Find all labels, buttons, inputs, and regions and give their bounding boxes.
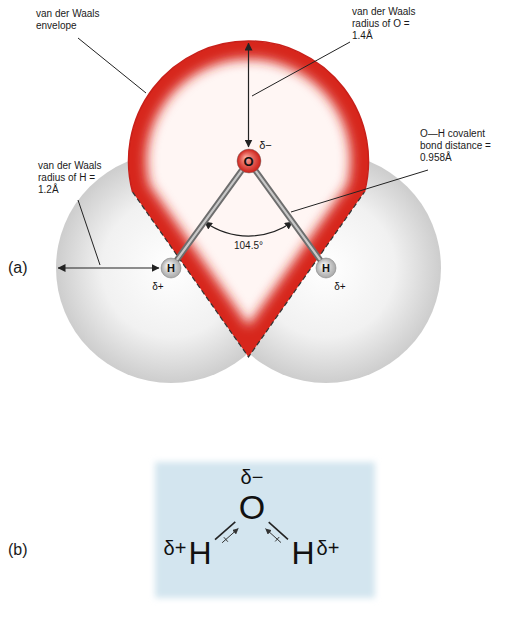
covalent-bond	[256, 171, 320, 259]
leader-line	[252, 42, 350, 96]
dipole-tail	[224, 537, 228, 541]
atom-sphere	[316, 258, 336, 278]
hydrogen-symbol: Hδ+	[289, 537, 316, 569]
atom-symbol: H	[188, 537, 211, 569]
bond-stick	[256, 171, 320, 259]
partial-charge: δ+	[152, 282, 163, 292]
angle-arc	[205, 222, 293, 236]
dipole-tail	[275, 537, 279, 541]
radius-arrow	[58, 267, 159, 268]
atom-symbol: O	[243, 155, 253, 168]
leader-line	[78, 38, 146, 93]
partial-charge: δ+	[164, 538, 187, 558]
partial-charge: δ+	[334, 282, 345, 292]
atom-symbol: H	[167, 263, 175, 274]
leader-line	[291, 170, 428, 212]
envelope-boundary	[133, 192, 365, 357]
atom-symbol: H	[322, 263, 330, 274]
covalent-bond	[177, 171, 241, 259]
atom-sphere	[161, 258, 181, 278]
atom-sphere	[237, 149, 261, 173]
bond-stick	[177, 171, 241, 259]
hydrogen-symbol: δ+H	[186, 537, 213, 569]
panel-label: (b)	[8, 540, 28, 559]
bond-line	[215, 522, 235, 540]
oxygen-atom: δ−O	[237, 149, 261, 173]
dipole-arrow	[266, 529, 281, 543]
background-band	[155, 462, 375, 598]
partial-charge: δ−	[241, 467, 264, 487]
atom-symbol: H	[291, 537, 314, 569]
envelope-outline	[129, 41, 369, 192]
callout-label: O—H covalent bond distance = 0.958Å	[420, 128, 502, 164]
dipole-arrow	[222, 528, 238, 542]
panel-label: (a)	[8, 258, 28, 277]
partial-charge: δ−	[259, 140, 272, 151]
polar-bond	[266, 522, 288, 542]
bond-highlight	[177, 171, 241, 259]
bond-line	[269, 522, 288, 539]
leader-line	[78, 200, 100, 265]
oxygen-symbol: δ−O	[237, 490, 267, 524]
angle-label: 104.5°	[234, 240, 263, 252]
partial-charge: δ+	[317, 538, 340, 558]
radius-arrow	[248, 43, 249, 147]
hydrogen-atom: Hδ+	[161, 258, 181, 278]
callout-label: van der Waals radius of O = 1.4Å	[352, 6, 426, 42]
polar-bond	[215, 522, 238, 543]
atom-symbol: O	[239, 490, 265, 524]
callout-label: van der Waals radius of H = 1.2Å	[38, 160, 112, 196]
hydrogen-atom: Hδ+	[316, 258, 336, 278]
bond-highlight	[256, 171, 320, 259]
callout-label: van der Waals envelope	[36, 8, 114, 32]
